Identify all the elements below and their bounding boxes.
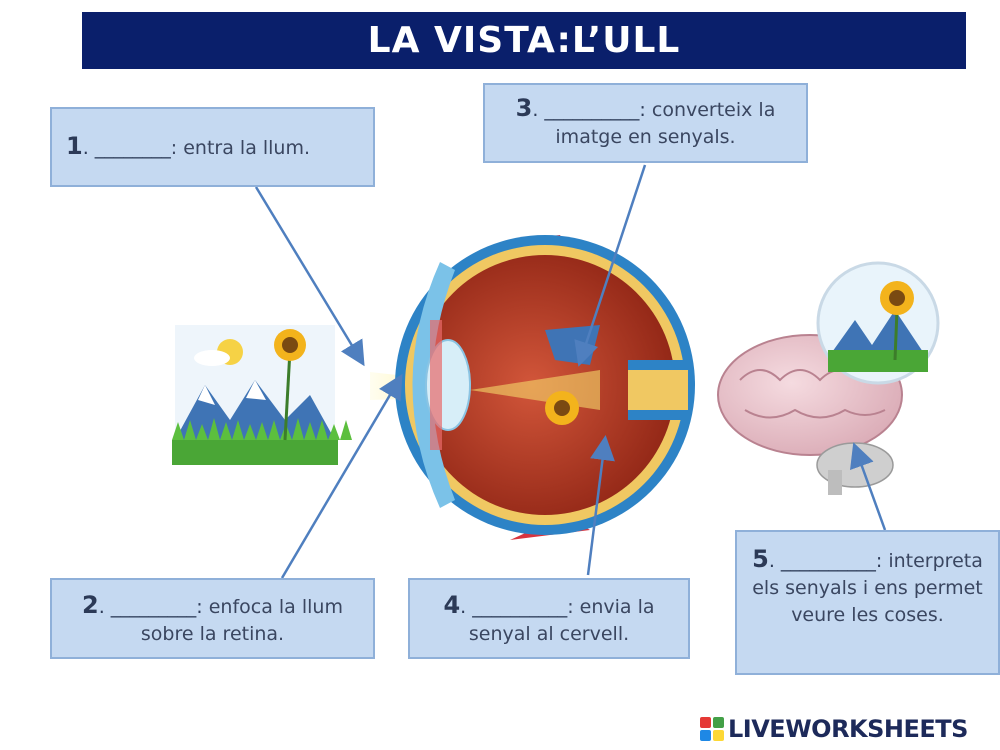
label-number: 2 <box>82 591 99 619</box>
answer-blank-1[interactable]: . ________ <box>82 137 171 159</box>
arrow-5 <box>850 442 887 531</box>
answer-blank-2[interactable]: . _________: <box>98 596 203 618</box>
arrow-4 <box>586 435 615 576</box>
arrow-3 <box>574 164 647 367</box>
eye-cross-section-icon <box>395 235 695 540</box>
label-number: 5 <box>752 545 769 573</box>
answer-blank-5[interactable]: . __________: <box>768 550 883 572</box>
label-number: 1 <box>66 132 83 160</box>
footer-brand: LIVEWORKSHEETS <box>700 714 968 744</box>
page-title: LA VISTA:L’ULL <box>367 20 681 61</box>
label-box-2: 2. _________: enfoca la llum sobre la re… <box>50 578 375 659</box>
answer-blank-3[interactable]: . __________: <box>532 99 646 121</box>
label-text: enfoca la llum sobre la retina. <box>140 596 343 645</box>
label-box-3: 3. __________: converteix la imatge en s… <box>483 83 808 163</box>
label-text: : envia la senyal al cervell. <box>468 596 655 645</box>
label-text: converteix la imatge en senyals. <box>555 99 776 148</box>
label-number: 3 <box>515 94 533 122</box>
label-number: 4 <box>443 591 461 619</box>
label-text: : entra la llum. <box>170 137 311 159</box>
label-text: interpreta els senyals i ens permet veur… <box>752 550 983 626</box>
arrow-1 <box>254 186 365 367</box>
sunflower-bubble-icon <box>816 261 940 385</box>
landscape-sunflower-icon <box>172 325 352 465</box>
label-box-1: 1. ________: entra la llum. <box>50 107 375 187</box>
title-bar: LA VISTA:L’ULL <box>82 12 966 69</box>
answer-blank-4[interactable]: . __________ <box>460 596 568 618</box>
label-box-5: 5. __________: interpreta els senyals i … <box>735 530 1000 675</box>
label-box-4: 4. __________: envia la senyal al cervel… <box>408 578 690 659</box>
liveworksheets-logo-icon <box>700 717 724 741</box>
brand-name[interactable]: LIVEWORKSHEETS <box>728 715 968 743</box>
arrow-2 <box>280 373 403 579</box>
